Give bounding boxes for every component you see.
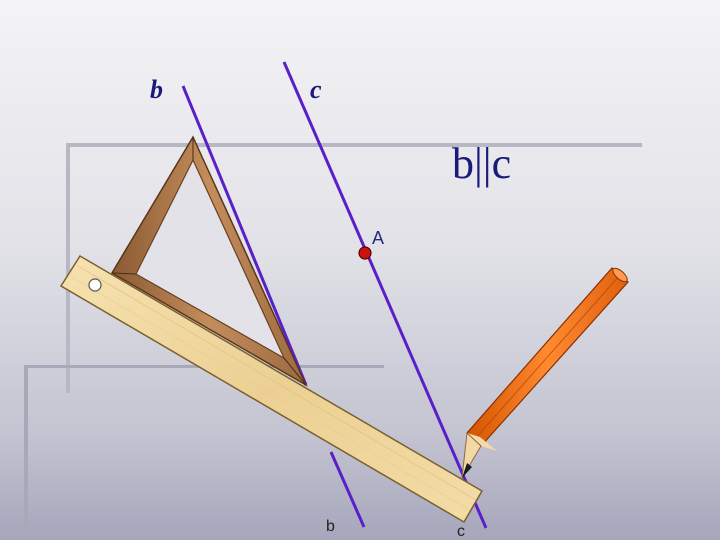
label-line-b-top: b (150, 75, 163, 104)
title-b-parallel-c: b||c (452, 139, 511, 188)
decor-bar-left (66, 143, 70, 393)
decor-bar-left-low (24, 365, 28, 540)
pencil (461, 267, 629, 479)
label-point-a: A (372, 228, 384, 248)
line-b-upper (181, 85, 308, 386)
line-b-lower (329, 451, 366, 528)
set-square-triangle (110, 135, 308, 387)
label-line-c-bottom: c (457, 523, 465, 540)
ruler (59, 254, 484, 524)
decor-bar-top (66, 143, 642, 147)
ruler-hole (88, 278, 102, 292)
label-line-b-bottom: b (326, 518, 335, 535)
point-a (358, 246, 372, 260)
line-c (282, 61, 488, 529)
label-line-c-top: c (310, 75, 322, 104)
